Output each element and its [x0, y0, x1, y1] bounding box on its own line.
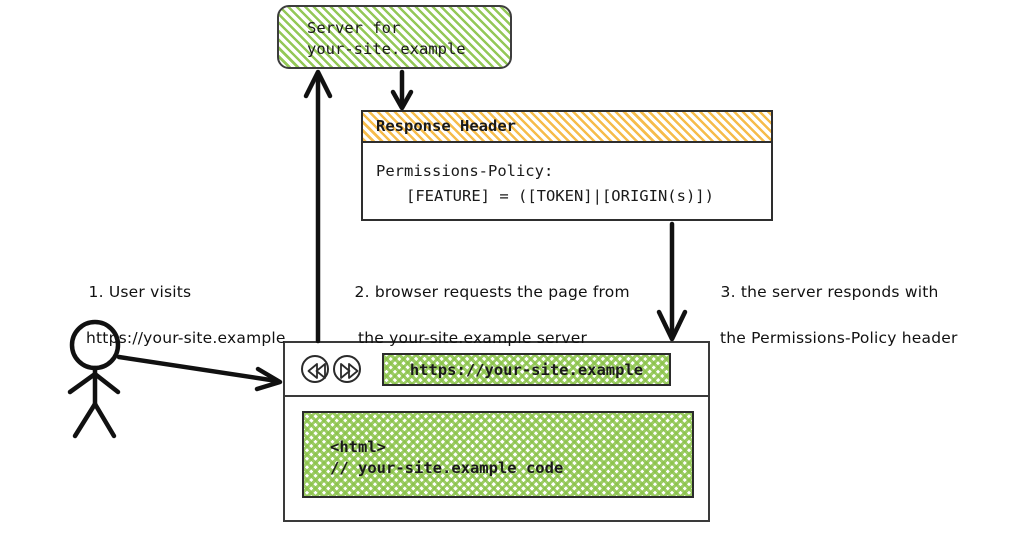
annotation-step-1-line-1: 1. User visits	[88, 283, 192, 301]
url-bar[interactable]: https://your-site.example	[382, 353, 671, 386]
page-content-area: <html> // your-site.example code	[302, 411, 694, 498]
annotation-step-1: 1. User visits https://your-site.example	[68, 258, 286, 396]
forward-icon[interactable]	[333, 355, 361, 383]
annotation-step-3-line-2: the Permissions-Policy header	[720, 329, 958, 347]
annotation-step-3-line-1: 3. the server responds with	[720, 283, 939, 301]
page-code-line-1: <html>	[330, 438, 386, 456]
server-node-label: Server for your-site.example	[307, 19, 466, 58]
response-header-body: Permissions-Policy: [FEATURE] = ([TOKEN]…	[363, 143, 771, 219]
stick-figure-leg-right	[92, 401, 117, 439]
annotation-step-3: 3. the server responds with the Permissi…	[700, 258, 958, 396]
permissions-policy-key: Permissions-Policy:	[376, 162, 554, 180]
annotation-step-1-line-2: https://your-site.example	[86, 329, 286, 347]
response-header-title: Response Header	[376, 117, 516, 135]
permissions-policy-value: [FEATURE] = ([TOKEN]|[ORIGIN(s)])	[406, 187, 714, 205]
page-code-line-2: // your-site.example code	[330, 459, 564, 477]
server-node: Server for your-site.example	[277, 5, 512, 69]
arrow-response-header-to-browser	[656, 221, 688, 342]
back-icon[interactable]	[301, 355, 329, 383]
arrow-server-to-response-header	[390, 69, 414, 111]
browser-window: https://your-site.example <html> // your…	[283, 341, 710, 522]
annotation-step-2-line-2: the your-site.example server	[358, 329, 588, 347]
response-header-card: Response Header Permissions-Policy: [FEA…	[361, 110, 773, 221]
stick-figure-leg-left	[72, 401, 98, 439]
annotation-step-2: 2. browser requests the page from the yo…	[334, 258, 630, 396]
annotation-step-2-line-1: 2. browser requests the page from	[354, 283, 630, 301]
response-header-title-bar: Response Header	[363, 112, 771, 143]
browser-toolbar: https://your-site.example	[285, 343, 708, 397]
url-text: https://your-site.example	[409, 361, 644, 379]
arrow-browser-to-server	[303, 69, 333, 344]
